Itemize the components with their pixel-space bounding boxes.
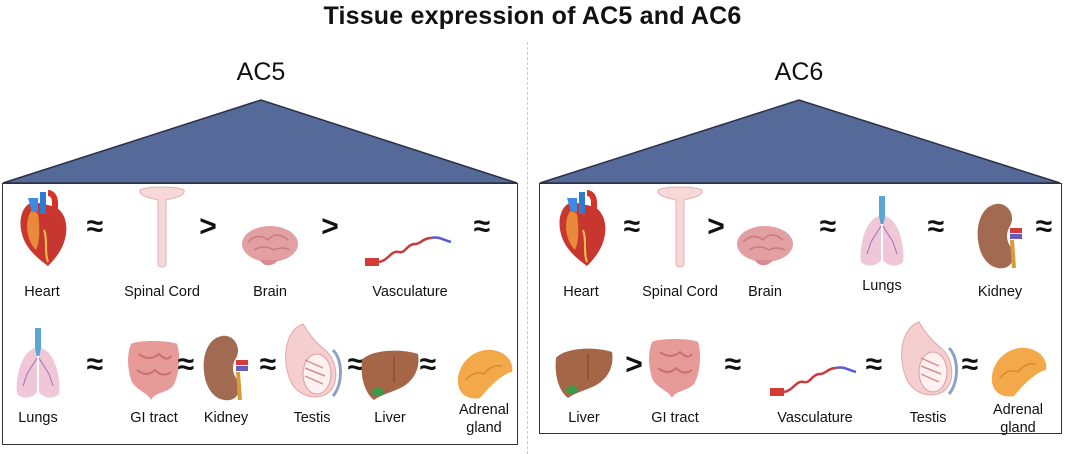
organ-label: Lungs <box>862 278 902 294</box>
organ-label: Adrenal gland <box>993 402 1043 436</box>
approx-equal-symbol: ≈ <box>86 348 104 381</box>
kidney-icon <box>202 334 250 402</box>
organ-label: Brain <box>748 284 782 300</box>
adrenal-gland-icon <box>991 347 1048 398</box>
panel-label-ac5: AC5 <box>236 58 286 86</box>
panel-divider <box>527 42 528 454</box>
approx-equal-symbol: ≈ <box>623 210 641 243</box>
vasculature-icon <box>365 236 453 268</box>
expression-triangle-ac6 <box>539 99 1061 184</box>
approx-equal-symbol: ≈ <box>865 348 883 381</box>
approx-equal-symbol: ≈ <box>473 210 491 243</box>
organ-label: Heart <box>563 284 599 300</box>
testis-icon <box>284 322 342 399</box>
approx-equal-symbol: ≈ <box>819 210 837 243</box>
organ-label: Lungs <box>18 410 58 426</box>
approx-equal-symbol: ≈ <box>724 348 742 381</box>
spinal-cord-icon <box>657 186 703 268</box>
greater-than-symbol: > <box>625 348 643 381</box>
panel-box-ac5 <box>2 183 518 445</box>
approx-equal-symbol: ≈ <box>177 348 195 381</box>
lungs-icon <box>16 328 60 399</box>
organ-label: GI tract <box>651 410 699 426</box>
organ-label: Testis <box>293 410 331 426</box>
organ-label: Brain <box>253 284 287 300</box>
organ-label: Liver <box>374 410 406 426</box>
kidney-icon <box>976 202 1024 270</box>
organ-label: Heart <box>24 284 60 300</box>
approx-equal-symbol: ≈ <box>961 348 979 381</box>
organ-label: GI tract <box>130 410 178 426</box>
panel-box-ac6 <box>539 183 1062 434</box>
organ-label: Vasculature <box>372 284 448 300</box>
heart-icon <box>19 190 68 267</box>
brain-icon <box>736 225 794 267</box>
adrenal-gland-icon <box>457 349 514 400</box>
approx-equal-symbol: ≈ <box>1035 210 1053 243</box>
approx-equal-symbol: ≈ <box>259 348 277 381</box>
liver-icon <box>554 347 614 399</box>
organ-label: Spinal Cord <box>124 284 200 300</box>
organ-label: Adrenal gland <box>459 402 509 436</box>
liver-icon <box>360 349 420 401</box>
greater-than-symbol: > <box>321 210 339 243</box>
organ-label: Spinal Cord <box>642 284 718 300</box>
figure-title: Tissue expression of AC5 and AC6 <box>323 2 742 30</box>
organ-label: Liver <box>568 410 600 426</box>
brain-icon <box>241 225 299 267</box>
lungs-icon <box>860 196 904 267</box>
approx-equal-symbol: ≈ <box>927 210 945 243</box>
spinal-cord-icon <box>139 186 185 268</box>
approx-equal-symbol: ≈ <box>86 210 104 243</box>
panel-label-ac6: AC6 <box>774 58 824 86</box>
gi-tract-icon <box>648 338 702 399</box>
expression-triangle-ac5 <box>2 99 518 184</box>
gi-tract-icon <box>127 340 181 401</box>
vasculature-icon <box>770 366 858 398</box>
organ-label: Kidney <box>977 284 1023 300</box>
greater-than-symbol: > <box>707 210 725 243</box>
approx-equal-symbol: ≈ <box>419 348 437 381</box>
heart-icon <box>558 190 607 267</box>
organ-label: Kidney <box>203 410 249 426</box>
testis-icon <box>900 320 958 397</box>
greater-than-symbol: > <box>199 210 217 243</box>
organ-label: Testis <box>909 410 947 426</box>
organ-label: Vasculature <box>777 410 853 426</box>
approx-equal-symbol: ≈ <box>347 348 365 381</box>
